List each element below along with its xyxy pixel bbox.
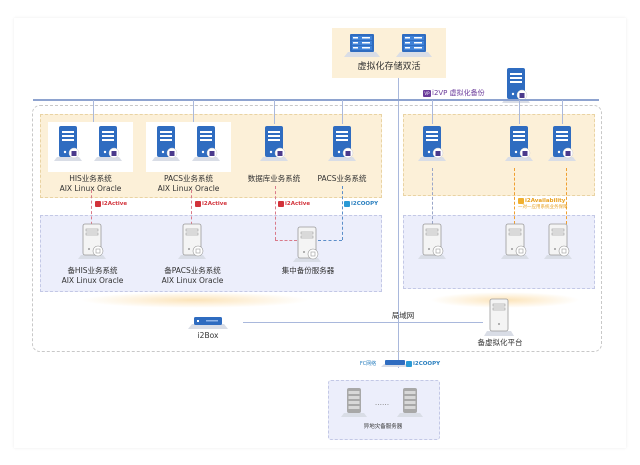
db-replication-line-h [275, 240, 297, 241]
i2availability-sublabel: 一对一应用系统业务保障 [518, 205, 568, 210]
remote-backup-zone [328, 380, 440, 440]
i2active-icon [95, 201, 101, 207]
pacs-server-icon-3 [326, 124, 358, 162]
fc-i2coopy-badge: i2COOPY [406, 361, 440, 367]
glow-left [80, 292, 310, 308]
i2active-badge-2: i2Active [195, 201, 227, 207]
availability-link-2 [566, 168, 567, 224]
i2coopy-badge: i2COOPY [344, 201, 378, 207]
i2availability-label: i2Availability [525, 198, 566, 204]
central-backup-label: 集中备份服务器 [281, 266, 335, 275]
db-replication-line [275, 186, 276, 240]
his-server-icon-2 [92, 124, 124, 162]
i2active-label: i2Active [285, 201, 311, 207]
availability-link-1 [514, 168, 515, 224]
drop-line [342, 100, 343, 124]
i2coopy-icon [406, 361, 412, 367]
pacs-server-icon-2 [190, 124, 222, 162]
lan-label: 局域网 [391, 311, 415, 320]
pacs-label-line2: AIX Linux Oracle [157, 184, 220, 193]
i2box-device-icon [186, 314, 230, 330]
backup-pacs-label-line2: AIX Linux Oracle [161, 276, 224, 285]
remote-storage-icon-1 [340, 386, 368, 418]
i2active-icon [278, 201, 284, 207]
i2vp-badge: VP i2VP 虚拟化备份 [423, 88, 485, 98]
i2coopy-label: i2COOPY [351, 201, 379, 207]
pacs2-copy-line-h [318, 240, 342, 241]
backup-pacs-server-icon [176, 222, 208, 260]
central-backup-server-icon [291, 225, 323, 263]
his-label-line2: AIX Linux Oracle [59, 184, 122, 193]
storage-label: 虚拟化存储双活 [357, 62, 421, 72]
fc-network-label: FC网络 [359, 361, 377, 367]
network-bus [33, 99, 599, 101]
backup-his-label-line2: AIX Linux Oracle [61, 276, 124, 285]
pacs-replication-line [191, 190, 192, 230]
backup-virtual-platform-label: 备虚拟化平台 [477, 338, 523, 347]
drop-line [193, 100, 194, 122]
pacs-label-line1: PACS业务系统 [163, 174, 214, 183]
backup-his-label-line1: 备HIS业务系统 [67, 266, 118, 275]
i2active-label: i2Active [202, 201, 228, 207]
pacs-server-icon-1 [150, 124, 182, 162]
i2vp-server-icon [500, 66, 532, 104]
i2active-badge-3: i2Active [278, 201, 310, 207]
storage-group: 虚拟化存储双活 [332, 28, 446, 78]
drop-line [93, 100, 94, 122]
drop-line [519, 100, 520, 124]
backup-his-server-icon [76, 222, 108, 260]
drop-line [562, 100, 563, 124]
i2active-label: i2Active [102, 201, 128, 207]
database-server-icon [258, 124, 290, 162]
backup-pacs-label-line1: 备PACS业务系统 [164, 266, 221, 275]
virtual-server-icon-3 [546, 124, 578, 162]
remote-storage-icon-2 [396, 386, 424, 418]
i2availability-badge: i2Availability 一对一应用系统业务保障 [518, 198, 568, 210]
i2box-label: i2Box [197, 331, 219, 340]
storage-array-icon [394, 32, 434, 58]
his-server-icon-1 [52, 124, 84, 162]
lan-line [243, 322, 483, 323]
storage-link [398, 78, 399, 368]
i2availability-icon [518, 198, 524, 204]
database-label: 数据库业务系统 [247, 174, 301, 183]
pacs-label-2: PACS业务系统 [317, 174, 367, 183]
i2active-badge-1: i2Active [95, 201, 127, 207]
i2vp-label: i2VP 虚拟化备份 [432, 89, 485, 97]
i2coopy-icon [344, 201, 350, 207]
his-replication-line [91, 190, 92, 230]
virtual-server-icon-1 [416, 124, 448, 162]
i2active-icon [195, 201, 201, 207]
fc-switch-icon [380, 358, 410, 368]
remote-backup-label: 异地灾备服务器 [363, 424, 403, 430]
backup-virtual-server-icon-2 [499, 222, 531, 260]
backup-virtual-server-icon-1 [416, 222, 448, 260]
drop-line [432, 100, 433, 124]
i2vp-icon: VP [423, 89, 431, 97]
site-boundary [32, 105, 602, 352]
his-label-line1: HIS业务系统 [69, 174, 112, 183]
fc-i2coopy-label: i2COOPY [413, 361, 441, 367]
virtual-server-icon-2 [503, 124, 535, 162]
storage-array-icon [342, 32, 382, 58]
backup-virtual-platform-icon [482, 297, 516, 337]
remote-ellipsis: ...... [374, 398, 390, 407]
virtual-link-1 [432, 168, 433, 224]
pacs2-copy-line [342, 186, 343, 240]
backup-virtual-server-icon-3 [542, 222, 574, 260]
drop-line [274, 100, 275, 124]
